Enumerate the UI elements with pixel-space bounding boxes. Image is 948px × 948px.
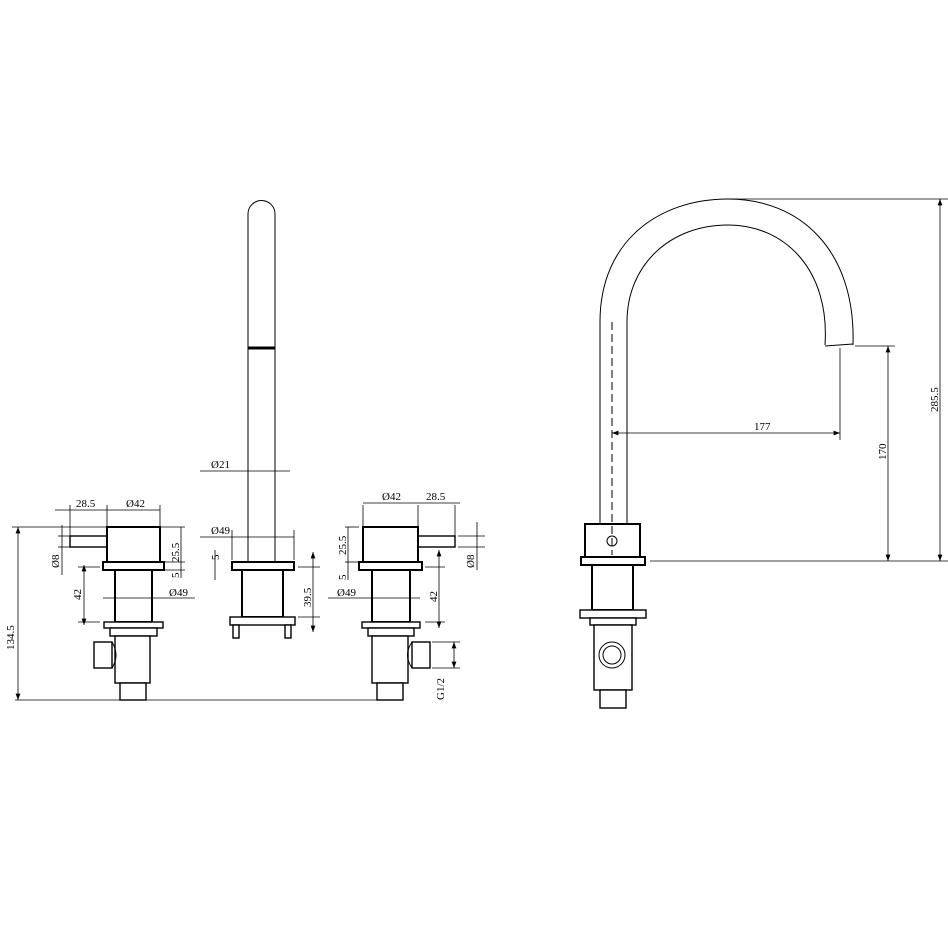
- left-lever-length-label: 28.5: [76, 498, 96, 510]
- right-body-diameter-label: Ø42: [382, 491, 401, 503]
- total-height-label: 285.5: [929, 387, 941, 412]
- spout-reach-label: 177: [754, 421, 771, 433]
- outlet-height-label: 170: [877, 443, 889, 460]
- left-flange-diameter-label: Ø49: [169, 587, 188, 599]
- left-shank-length-label: 42: [72, 589, 84, 600]
- spout-flange-height-label: 5: [210, 554, 222, 560]
- overall-height-label: 134.5: [5, 625, 17, 650]
- left-lever-diameter-label: Ø8: [50, 554, 62, 568]
- dimension-lines: [12, 198, 948, 701]
- right-lever-diameter-label: Ø8: [465, 554, 477, 568]
- right-shank-length-label: 42: [428, 591, 440, 602]
- left-flange-height-label: 5: [170, 572, 182, 578]
- right-handle-valve: [358, 526, 456, 701]
- right-body-height-label: 25.5: [337, 535, 349, 555]
- spout-side-view: [579, 198, 854, 709]
- right-lever-length-label: 28.5: [426, 491, 446, 503]
- spout-flange-diameter-label: Ø49: [211, 525, 230, 537]
- right-flange-height-label: 5: [337, 574, 349, 580]
- left-handle-valve: [69, 526, 165, 701]
- left-body-diameter-label: Ø42: [126, 498, 145, 510]
- spout-base-height-label: 39.5: [302, 587, 314, 607]
- right-flange-diameter-label: Ø49: [337, 587, 356, 599]
- spout-diameter-label: Ø21: [211, 459, 230, 471]
- spout-front-view: [229, 200, 296, 639]
- left-body-height-label: 25.5: [170, 542, 182, 562]
- thread-size-label: G1/2: [435, 678, 447, 700]
